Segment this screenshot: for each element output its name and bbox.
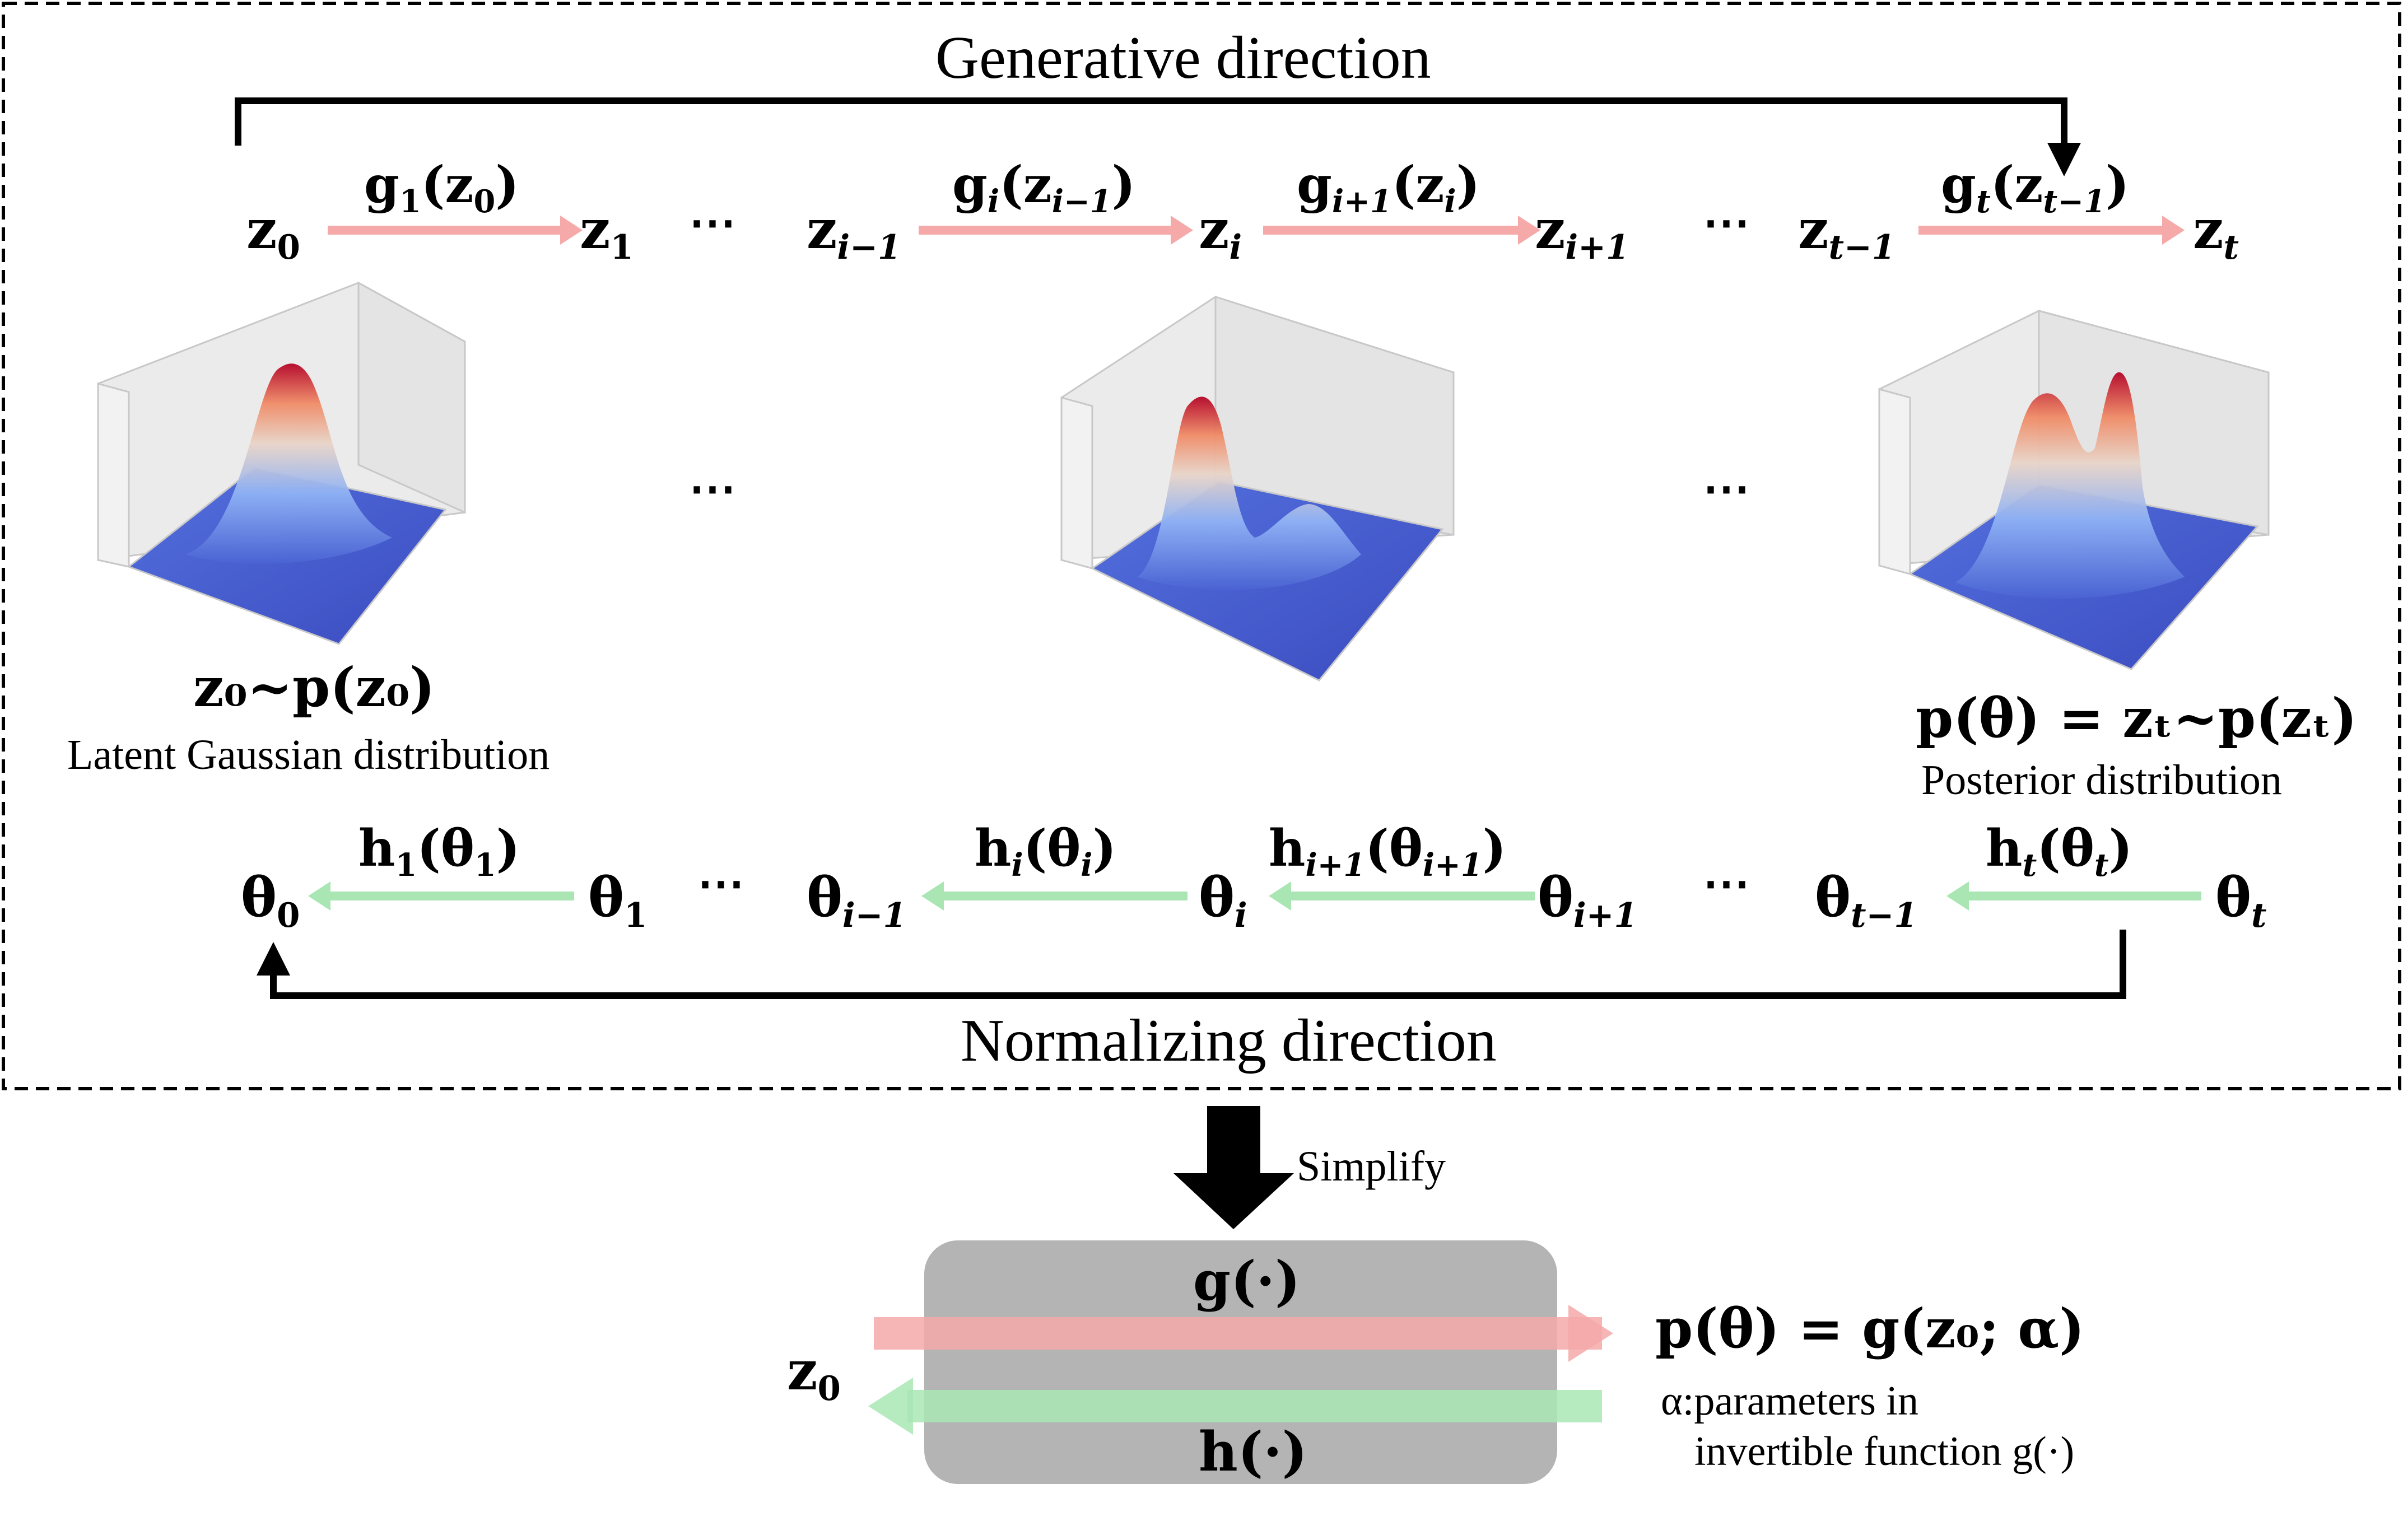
z-node-0: z0 <box>246 198 300 268</box>
simplify-arrow <box>1173 1106 1294 1229</box>
backward-arrows <box>308 881 2201 911</box>
z-node-i: zi <box>1199 198 1242 268</box>
backward-arrow-1 <box>308 881 574 911</box>
z-node-t: zt <box>2193 198 2239 268</box>
simplified-backward-arrow <box>868 1378 1602 1435</box>
theta-node-t: θt <box>2215 866 2267 936</box>
z0-simplified: z0 <box>787 1339 841 1409</box>
posterior-distribution-label: Posterior distribution <box>1921 757 2282 804</box>
theta-node-0: θ0 <box>241 866 300 936</box>
backward-arrow-t <box>1946 881 2201 911</box>
gi1-function-label: gi+1(zi) <box>1297 155 1480 220</box>
ellipsis-plots-2: ⋯ <box>1703 460 1750 516</box>
z-node-1: z1 <box>580 198 634 268</box>
backward-arrow-i1 <box>1269 881 1535 911</box>
g-dot-label: g(·) <box>1193 1249 1301 1313</box>
ht-function-label: ht(θt) <box>1986 819 2133 884</box>
backward-arrow-i <box>921 881 1187 911</box>
alpha-note-line-2: invertible function g(·) <box>1694 1429 2075 1474</box>
ellipsis-norm-1: ⋯ <box>697 855 744 911</box>
theta-node-i-plus-1: θi+1 <box>1538 866 1637 936</box>
gi-function-label: gi(zi−1) <box>952 155 1136 220</box>
plot-intermediate-distribution <box>1060 295 1455 682</box>
normalizing-direction-title: Normalizing direction <box>961 1007 1497 1074</box>
theta-node-1: θ1 <box>588 866 648 936</box>
alpha-note-line-1: α:parameters in <box>1661 1378 1918 1424</box>
h1-function-label: h1(θ1) <box>358 819 520 884</box>
hi-function-label: hi(θi) <box>975 819 1117 884</box>
simplified-forward-arrow <box>874 1305 1613 1362</box>
g1-function-label: g1(z0) <box>364 155 519 220</box>
ellipsis-gen-2: ⋯ <box>1703 194 1750 250</box>
forward-arrow-1 <box>328 216 583 245</box>
forward-arrow-i1 <box>1263 216 1540 245</box>
latent-distribution-label: Latent Gaussian distribution <box>67 731 550 778</box>
generative-direction-title: Generative direction <box>935 25 1431 91</box>
hi1-function-label: hi+1(θi+1) <box>1269 819 1507 884</box>
normalizing-bracket-arrow <box>257 930 2126 999</box>
forward-arrow-i <box>919 216 1193 245</box>
simplified-function-box <box>924 1240 1557 1484</box>
gt-function-label: gt(zt−1) <box>1941 155 2130 220</box>
z-node-i-minus-1: zi−1 <box>807 198 901 268</box>
theta-node-t-minus-1: θt−1 <box>1815 866 1917 936</box>
simplified-equation: p(θ) = g(z₀; α) <box>1655 1297 2085 1360</box>
plot-posterior-distribution <box>1878 310 2270 670</box>
latent-distribution-formula: z₀~p(z₀) <box>193 656 435 719</box>
ellipsis-gen-1: ⋯ <box>689 194 736 250</box>
theta-node-i: θi <box>1199 866 1247 936</box>
generative-bracket-arrow <box>235 97 2081 176</box>
dashed-frame <box>2 2 2401 1090</box>
ellipsis-norm-2: ⋯ <box>1703 855 1750 911</box>
forward-arrows <box>328 216 2185 245</box>
posterior-distribution-formula: p(θ) = zₜ~p(zₜ) <box>1916 687 2357 750</box>
ellipsis-plots-1: ⋯ <box>689 460 736 516</box>
z-node-t-minus-1: zt−1 <box>1798 198 1896 268</box>
h-dot-label: h(·) <box>1199 1420 1308 1483</box>
plot-latent-gaussian <box>97 281 466 645</box>
forward-arrow-t <box>1918 216 2185 245</box>
simplify-label: Simplify <box>1297 1143 1446 1190</box>
z-node-i-plus-1: zi+1 <box>1535 198 1629 268</box>
theta-node-i-minus-1: θi−1 <box>807 866 906 936</box>
